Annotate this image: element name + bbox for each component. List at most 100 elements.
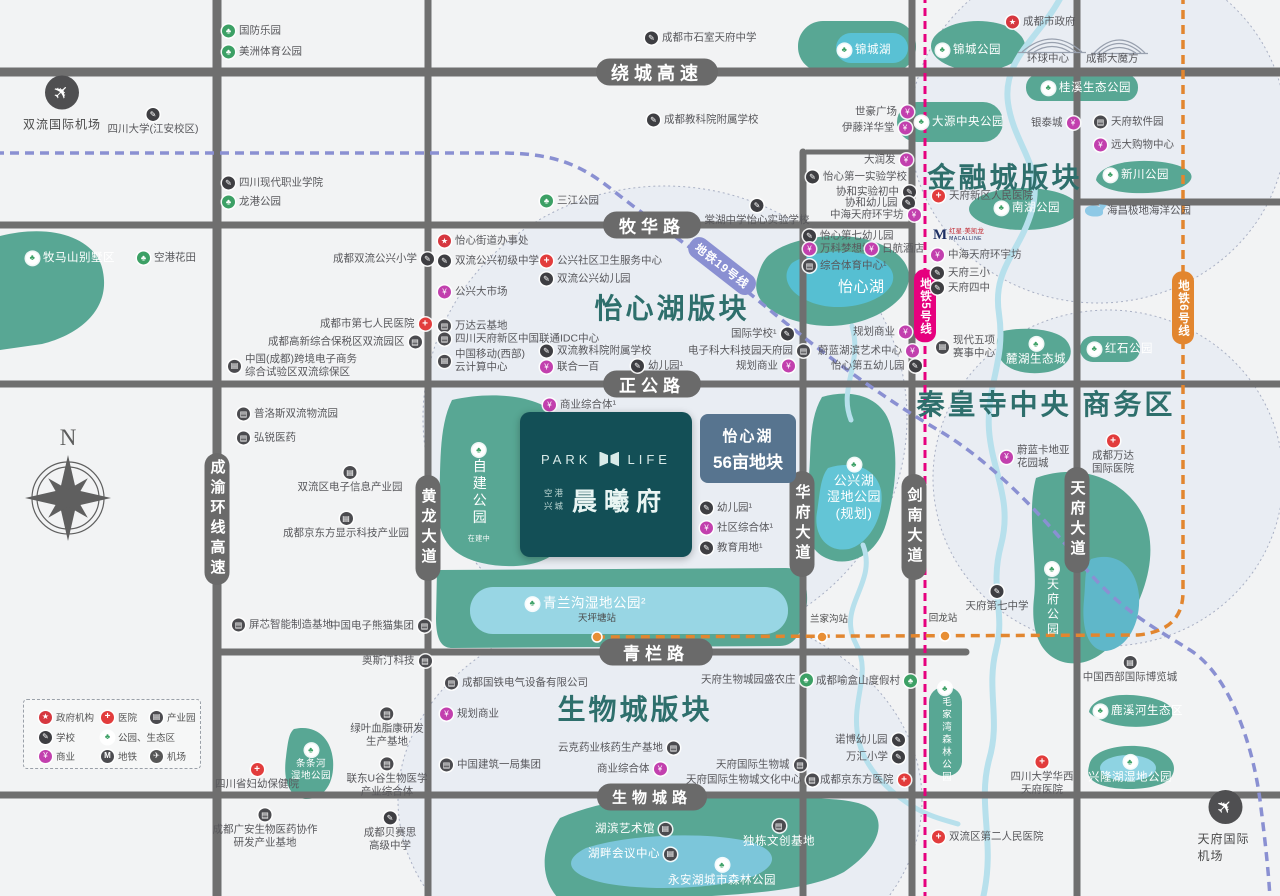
- com-icon: ¥: [700, 521, 713, 535]
- poi-text: 自建公园: [471, 458, 488, 527]
- poi-label: ▤中国建筑一局集团: [440, 758, 541, 772]
- school-icon: ✎: [892, 750, 905, 764]
- poi-label: 成都喻盒山度假村♣: [816, 674, 917, 688]
- poi-text: 成都市第七人民医院: [320, 317, 415, 330]
- poi-text: 棠湖中学怡心实验学校: [704, 213, 810, 226]
- poi-label: 国际学校¹✎: [731, 327, 794, 341]
- poi-text: 天府国际生物城文化中心: [686, 773, 802, 786]
- metro-station-dots: [591, 630, 951, 643]
- poi-text: 中国(成都)跨境电子商务: [245, 352, 357, 365]
- park-icon: ♣: [540, 194, 553, 208]
- road-label: 绕城高速: [596, 58, 718, 86]
- poi-text: 大润发: [864, 153, 896, 166]
- poi-label: ♣ 牧马山别墅区: [26, 251, 115, 265]
- parkw-icon: ♣: [26, 251, 39, 265]
- school-icon: ✎: [438, 254, 451, 268]
- poi-text: 青兰沟湿地公园²: [543, 595, 646, 611]
- poi-label: ♣新川公园: [1104, 168, 1169, 182]
- plot-line1: 怡心湖: [722, 427, 774, 445]
- poi-text: 屏芯智能制造基地: [249, 618, 333, 631]
- ind-icon: ▤: [232, 618, 245, 632]
- poi-label: ★成都市政府: [1006, 15, 1076, 29]
- poi-label: ¥蔚蓝卡地亚花园城: [1000, 444, 1070, 470]
- poi-label: 银泰城¥: [1031, 116, 1080, 130]
- airport-name: 双流国际机场: [22, 117, 102, 132]
- school-icon: ✎: [931, 281, 944, 295]
- poi-text: 湿地公园: [826, 489, 882, 505]
- poi-label: 在建中: [468, 536, 491, 545]
- com-icon: ¥: [438, 285, 451, 299]
- poi-label: 蔚蓝湖滨艺术中心¥: [818, 344, 919, 358]
- ind-icon: ▤: [380, 757, 394, 771]
- parkw-icon: ♣: [472, 443, 486, 457]
- poi-text: 天府软件园: [1111, 115, 1164, 128]
- poi-text: 成都国铁电气设备有限公司: [462, 676, 588, 689]
- poi-text: 湖畔会议中心: [588, 847, 660, 860]
- poi-text: 怡心湖: [838, 278, 885, 296]
- poi-label: 商业综合体¥: [597, 762, 667, 776]
- poi-text: 弘锐医药: [254, 431, 296, 444]
- ind-icon: ▤: [237, 431, 250, 445]
- poi-text: 成都双流公兴小学: [333, 252, 417, 265]
- poi-text: 公兴大市场: [455, 285, 508, 298]
- com-icon: ¥: [899, 153, 913, 167]
- poi-label: 怡心湖: [838, 279, 885, 298]
- poi-label: 中国电子熊猫集团▤: [330, 619, 431, 633]
- poi-text: 桂溪生态公园: [1059, 81, 1131, 94]
- parkw-icon: ♣: [715, 858, 729, 872]
- road-label: 黄龙大道: [415, 475, 441, 581]
- legend-label: 机场: [167, 752, 187, 763]
- poi-label: 天府生物城园盛农庄♣: [701, 673, 813, 687]
- poi-label: ▤普洛斯双流物流园: [237, 407, 338, 421]
- school-icon: ✎: [383, 811, 397, 825]
- poi-label: ✎双流公兴幼儿园: [540, 272, 631, 286]
- poi-label: ▤ 弘锐医药: [237, 431, 296, 445]
- poi-text: 天府医院: [1021, 783, 1063, 796]
- poi-text: 怡心街道办事处: [455, 234, 529, 247]
- poi-text: 天府四中: [948, 281, 990, 294]
- poi-text: 南湖公园: [1012, 201, 1060, 214]
- poi-label: ★怡心街道办事处: [438, 234, 529, 248]
- metro-station-label: 回龙站: [928, 613, 958, 624]
- poi-text: 成都京东方医院: [820, 773, 894, 786]
- poi-text: 在建中: [467, 535, 491, 543]
- poi-text: 怡心第七幼儿园: [820, 229, 894, 242]
- poi-label: ▤天府软件园: [1094, 115, 1164, 129]
- parkw-icon: ♣: [1094, 704, 1107, 718]
- poi-label: ▤绿叶血脂康研发生产基地: [350, 707, 424, 748]
- poi-label: ✎怡心第七幼儿园: [803, 229, 894, 243]
- poi-label: ♣青兰沟湿地公园²: [526, 596, 646, 613]
- com-icon: ¥: [653, 762, 667, 776]
- poi-text: 现代五项: [953, 333, 995, 346]
- poi-label: ♣龙港公园: [222, 195, 281, 209]
- poi-label: ✎幼儿园¹: [631, 359, 683, 373]
- legend-item: ✈ 机场: [150, 749, 186, 763]
- poi-text: 公兴湖: [833, 473, 875, 489]
- legend-label: 学校: [56, 733, 76, 744]
- airport: ✈双流国际机场: [22, 75, 102, 133]
- poi-label: 中海天府环宇坊¥: [830, 208, 921, 222]
- ind-icon: ▤: [380, 707, 394, 721]
- poi-text: 综合试验区双流综保区: [245, 366, 350, 378]
- zone-title: 金融城版块: [927, 162, 1083, 193]
- school-icon: ✎: [146, 107, 160, 121]
- poi-text: 生产基地: [366, 735, 408, 748]
- poi-text: 国防乐园: [239, 24, 281, 37]
- poi-text: 成都万达: [1092, 449, 1134, 462]
- poi-label: 天府国际生物城文化中心▤: [686, 773, 819, 787]
- poi-text: 怡心第五幼儿园: [831, 359, 905, 372]
- poi-text: 幼儿园¹: [717, 501, 752, 514]
- poi-label: 天府国际生物城▤: [716, 758, 807, 772]
- poi-label: ♣自建公园: [470, 443, 488, 527]
- plot-line2: 56亩地块: [713, 452, 783, 472]
- poi-text: 牧马山别墅区: [43, 251, 115, 264]
- poi-text: 万汇小学: [846, 750, 888, 763]
- poi-label: 协和幼儿园✎: [845, 196, 915, 210]
- poi-text: 规划商业: [853, 325, 895, 338]
- parklife-logo-icon: [599, 451, 620, 467]
- air-icon: ✈: [150, 749, 163, 763]
- poi-text: 天府公园: [1045, 577, 1060, 638]
- macalline-en: MACALLINE: [949, 235, 983, 242]
- parkw-icon: ♣: [1104, 168, 1117, 182]
